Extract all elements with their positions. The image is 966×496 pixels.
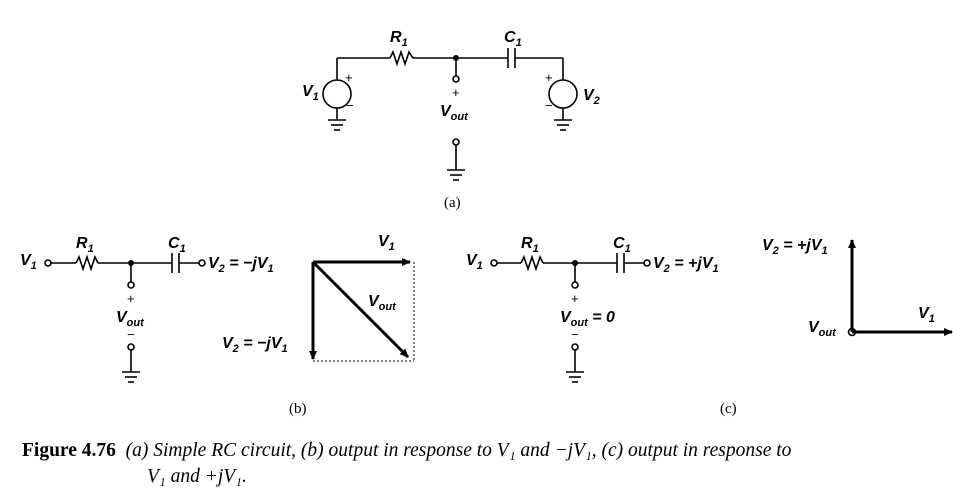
vout-minus-b: − bbox=[127, 327, 135, 342]
v2-label-a: V2 bbox=[583, 87, 600, 107]
v1-label-a: V1 bbox=[302, 83, 319, 103]
vout-label-b: Vout bbox=[116, 309, 145, 329]
r1-label-a: R1 bbox=[390, 29, 408, 49]
r1-label-b: R1 bbox=[76, 235, 94, 255]
phasor-v2-label-b: V2 = −jV1 bbox=[222, 335, 288, 355]
phasor-v1-label-b: V1 bbox=[378, 233, 395, 253]
c1-label-b: C1 bbox=[168, 235, 186, 255]
c1-label-a: C1 bbox=[504, 29, 522, 49]
caption-line-2: V₁ and +jV₁. bbox=[147, 466, 247, 487]
v2-minus-sign: − bbox=[545, 98, 553, 113]
figure-caption: Figure 4.76 (a) Simple RC circuit, (b) o… bbox=[22, 438, 957, 490]
v1-minus-sign: − bbox=[346, 98, 354, 113]
phasor-vout-label-b: Vout bbox=[368, 293, 397, 313]
r1-label-c: R1 bbox=[521, 235, 539, 255]
v2-eq-pos-jv1-label: V2 = +jV1 bbox=[653, 255, 719, 275]
vout-label-a: Vout bbox=[440, 103, 469, 123]
capacitor-c1-b bbox=[171, 253, 180, 273]
v1-label-c: V1 bbox=[466, 252, 483, 272]
caption-line-1: (a) Simple RC circuit, (b) output in res… bbox=[125, 440, 792, 461]
resistor-r1-c bbox=[520, 254, 544, 272]
voltage-source-v2 bbox=[548, 58, 578, 131]
circuit-c: V1 R1 C1 V2 = +jV1 + Vout = 0 − V2 = +jV bbox=[466, 235, 953, 417]
vout-plus-c: + bbox=[571, 291, 579, 306]
resistor-r1-b bbox=[75, 254, 99, 272]
capacitor-c1-a bbox=[507, 48, 516, 68]
circuit-b: V1 R1 C1 V2 = −jV1 + Vout − bbox=[20, 233, 415, 417]
capacitor-c1-c bbox=[616, 253, 625, 273]
phasor-diagram-c bbox=[847, 239, 953, 337]
panel-label-c: (c) bbox=[720, 401, 737, 417]
v2-plus-sign: + bbox=[545, 70, 553, 85]
circuit-a: + − V1 R1 C1 + Vout bbox=[302, 29, 600, 211]
vout-minus-c: − bbox=[571, 327, 579, 342]
voltage-source-v1 bbox=[322, 58, 352, 131]
vout-plus-b: + bbox=[127, 291, 135, 306]
panel-label-b: (b) bbox=[289, 401, 307, 417]
v2-eq-neg-jv1-label: V2 = −jV1 bbox=[208, 255, 274, 275]
phasor-vout-label-c: Vout bbox=[808, 319, 837, 339]
vout-eq-zero-label: Vout = 0 bbox=[560, 309, 615, 329]
v1-plus-sign: + bbox=[345, 70, 353, 85]
phasor-diagram-b bbox=[309, 258, 415, 362]
resistor-r1-a bbox=[389, 49, 414, 67]
figure-number: Figure 4.76 bbox=[22, 440, 116, 461]
phasor-v1-label-c: V1 bbox=[918, 305, 935, 325]
v1-label-b: V1 bbox=[20, 252, 37, 272]
c1-label-c: C1 bbox=[613, 235, 631, 255]
phasor-v2-label-c: V2 = +jV1 bbox=[762, 237, 828, 257]
vout-plus-a: + bbox=[452, 85, 460, 100]
panel-label-a: (a) bbox=[444, 195, 461, 211]
